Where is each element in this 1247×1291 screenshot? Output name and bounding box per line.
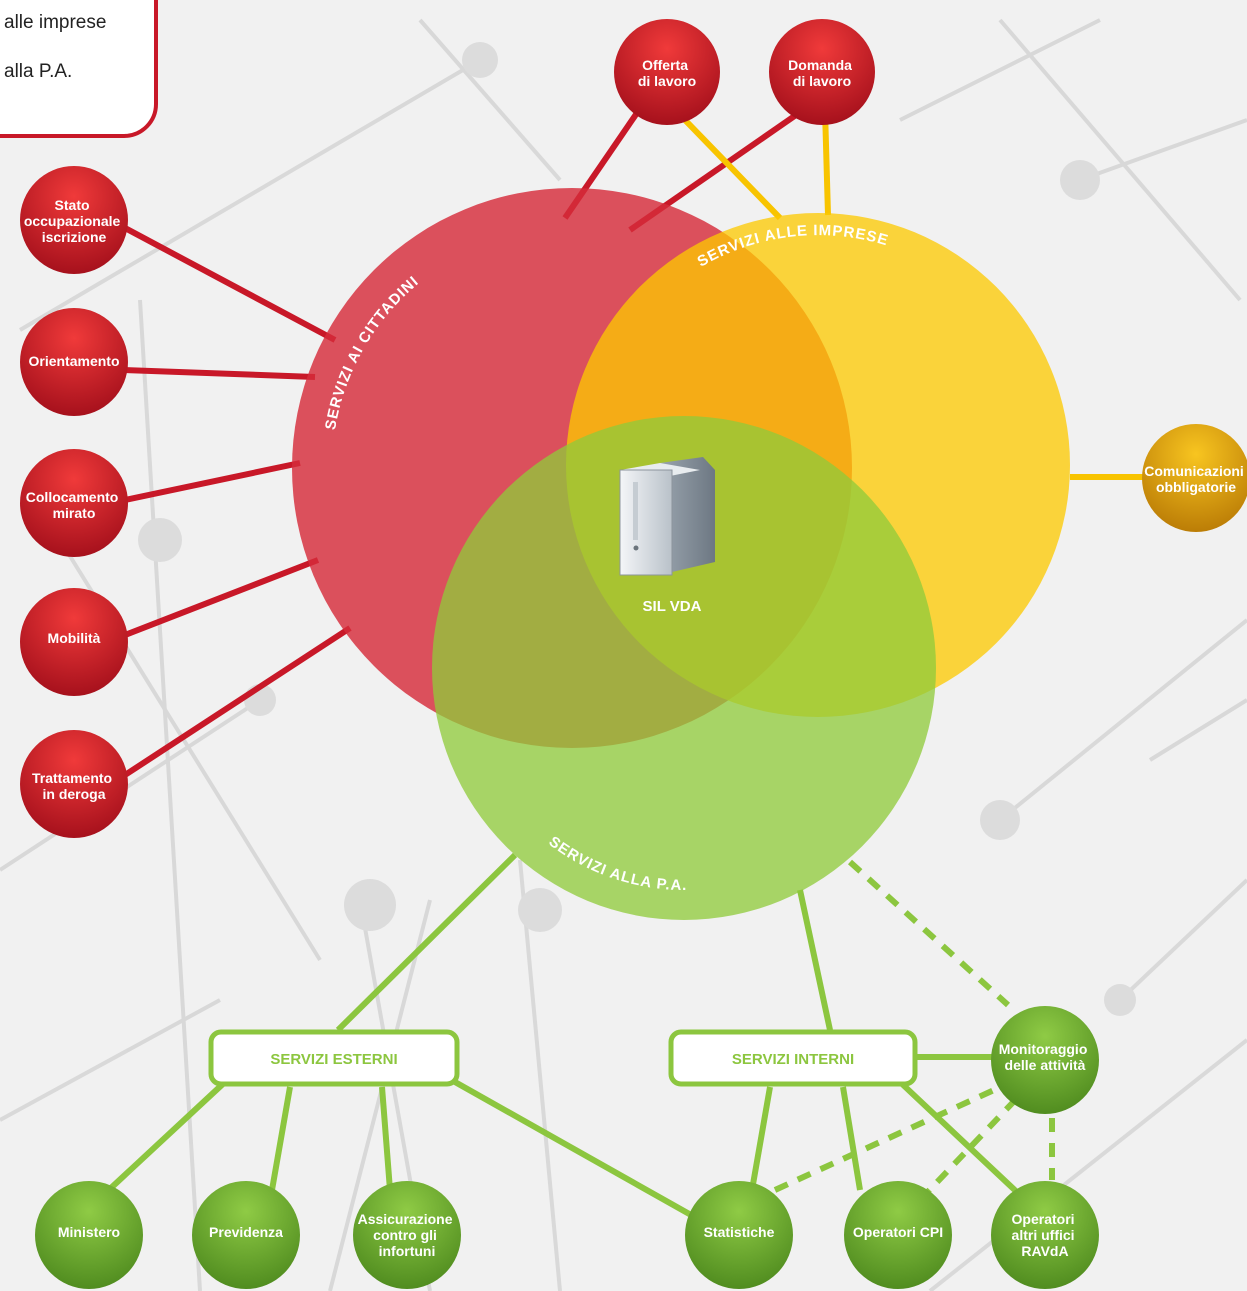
- node-collocamento-mirato[interactable]: Collocamento mirato: [20, 449, 128, 557]
- node-trattamento-in-deroga[interactable]: Trattamento in deroga: [20, 730, 128, 838]
- network-background: [0, 18, 1247, 1291]
- core-label: SIL VDA: [643, 598, 702, 615]
- legend-box: alle imprese alla P.A.: [0, 0, 158, 138]
- svg-text:Orientamento: Orientamento: [28, 353, 119, 369]
- node-orientamento[interactable]: Orientamento: [20, 308, 128, 416]
- svg-text:Domanda di lavoro: Domanda di lavoro: [788, 57, 856, 89]
- box-servizi-interni[interactable]: SERVIZI INTERNI: [668, 1029, 918, 1087]
- pa-connectors: [95, 852, 1023, 1223]
- node-previdenza[interactable]: Previdenza: [192, 1181, 300, 1289]
- svg-text:SERVIZI INTERNI: SERVIZI INTERNI: [732, 1051, 854, 1068]
- box-servizi-esterni[interactable]: SERVIZI ESTERNI: [208, 1029, 460, 1087]
- svg-text:Previdenza: Previdenza: [209, 1224, 283, 1240]
- svg-text:Ministero: Ministero: [58, 1224, 120, 1240]
- svg-text:SERVIZI ESTERNI: SERVIZI ESTERNI: [270, 1051, 397, 1068]
- network-nodes: [138, 42, 1136, 1016]
- node-mobilita[interactable]: Mobilità: [20, 588, 128, 696]
- circle-pa-services: [432, 416, 936, 920]
- legend-item-imprese: alle imprese: [4, 12, 107, 33]
- node-stato-occupazionale[interactable]: Stato occupazionale iscrizione: [20, 166, 128, 274]
- svg-text:Operatori CPI: Operatori CPI: [853, 1224, 943, 1240]
- svg-text:Monitoraggio delle attiv: Monitoraggio delle attività: [999, 1041, 1092, 1073]
- svg-text:Statistiche: Statistiche: [704, 1224, 775, 1240]
- node-offerta-di-lavoro[interactable]: Offerta di lavoro: [614, 19, 720, 125]
- node-ministero[interactable]: Ministero: [35, 1181, 143, 1289]
- svg-text:Trattamento in deroga: Trattamento in deroga: [32, 770, 116, 802]
- svg-text:Comunicazioni obbligator: Comunicazioni obbligatorie: [1144, 463, 1247, 495]
- node-statistiche[interactable]: Statistiche: [685, 1181, 793, 1289]
- node-monitoraggio[interactable]: Monitoraggio delle attività: [991, 1006, 1099, 1114]
- node-assicurazione[interactable]: Assicurazione contro gli infortuni: [353, 1181, 461, 1289]
- svg-text:Collocamento mirato: Collocamento mirato: [26, 489, 122, 521]
- svg-text:Operatori altri uffici: Operatori altri uffici RAVdA: [1012, 1211, 1079, 1259]
- svg-text:Stato occupazionale: Stato occupazionale iscrizione: [24, 197, 124, 245]
- node-domanda-di-lavoro[interactable]: Domanda di lavoro: [769, 19, 875, 125]
- business-connectors: [682, 109, 1150, 480]
- node-comunicazioni-obbligatorie[interactable]: Comunicazioni obbligatorie: [1142, 424, 1247, 532]
- node-operatori-altri-uffici[interactable]: Operatori altri uffici RAVdA: [991, 1181, 1099, 1289]
- svg-text:Offerta di lavoro: Offerta di lavoro: [638, 57, 696, 89]
- citizen-connectors: [123, 70, 824, 778]
- svg-text:Assicurazione contro gli: Assicurazione contro gli infortuni: [358, 1211, 457, 1259]
- server-icon: [619, 457, 715, 576]
- svg-text:Mobilità: Mobilità: [48, 630, 101, 646]
- legend-item-pa: alla P.A.: [4, 61, 73, 82]
- pa-dashed-connectors: [773, 859, 1055, 1203]
- node-operatori-cpi[interactable]: Operatori CPI: [844, 1181, 952, 1289]
